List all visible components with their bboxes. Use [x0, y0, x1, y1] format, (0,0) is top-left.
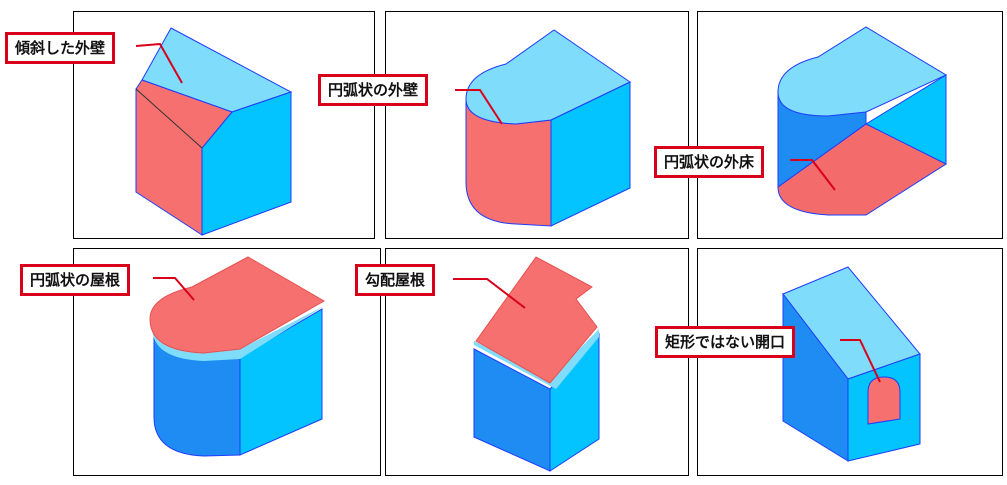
- panel-pitched-roof: [385, 248, 689, 476]
- panel-nonrect-opening: [697, 248, 1003, 476]
- callout-arc-wall: 円弧状の外壁: [318, 74, 429, 106]
- callout-arc-floor: 円弧状の外床: [654, 146, 765, 178]
- panel-arc-wall: [385, 11, 689, 239]
- nonrect-opening-drawing: [782, 266, 921, 462]
- panel-arc-floor: [697, 11, 1003, 239]
- panel-sloped-wall: [73, 11, 375, 239]
- callout-pitched-roof: 勾配屋根: [355, 264, 436, 296]
- callout-arc-roof: 円弧状の屋根: [20, 264, 131, 296]
- sloped-wall-drawing: [135, 27, 293, 236]
- callout-nonrect-opening: 矩形ではない開口: [655, 326, 796, 358]
- arched-opening: [867, 376, 901, 425]
- callout-sloped-wall: 傾斜した外壁: [5, 32, 116, 64]
- arc-floor-drawing: [777, 26, 948, 216]
- arc-roof-drawing: [149, 256, 326, 457]
- pitched-roof-drawing: [473, 256, 600, 472]
- arc-wall-drawing: [465, 29, 631, 227]
